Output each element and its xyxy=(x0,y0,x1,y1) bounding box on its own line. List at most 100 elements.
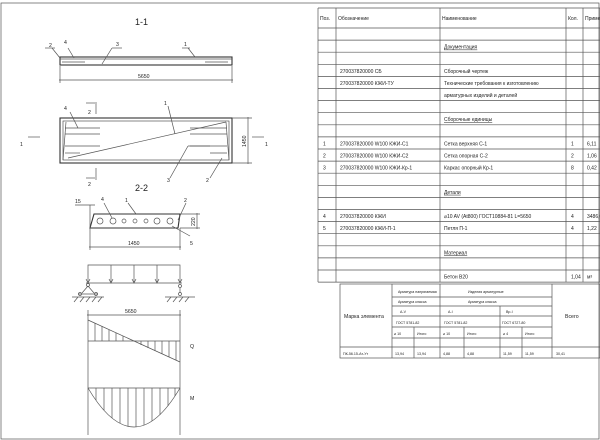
spec-cell-note: 1,22 xyxy=(587,226,597,232)
width-dimension-2: 1450 xyxy=(128,241,140,247)
spec-cell-name: Сетка верхняя С-1 xyxy=(444,141,487,147)
spec-cell-name: Петля П-1 xyxy=(444,226,468,232)
load-diagrams: 5650 Q M xyxy=(72,264,195,435)
callout-2: 2 xyxy=(49,43,52,49)
bill-value: 11,59 xyxy=(503,352,512,356)
callout-4: 4 xyxy=(64,106,67,112)
cut-mark-2-top: 2 xyxy=(88,110,91,116)
spec-cell-name: Бетон В20 xyxy=(444,275,468,281)
spec-cell-pos: 2 xyxy=(323,154,326,160)
height-dimension: 220 xyxy=(191,217,197,226)
rebar-class-header-2: Арматура класса xyxy=(468,300,497,304)
spec-cell-note: 6,11 xyxy=(587,141,597,147)
spec-cell-qty: 4 xyxy=(571,226,574,232)
moment-diagram xyxy=(87,387,181,428)
callout-3: 3 xyxy=(167,178,170,184)
rebar-class-header: Арматура класса xyxy=(398,300,427,304)
spec-cell-name: Каркас опорный Кр-1 xyxy=(444,165,493,172)
spec-cell-name: Материал xyxy=(444,250,467,256)
spec-cell-name: Технические требования к изготовлению xyxy=(444,81,539,87)
spec-cell-name: ⌀10 AV (At800) ГОСТ10884-81 L=5650 xyxy=(444,214,532,220)
sub-header: ⌀ 10 xyxy=(394,332,401,336)
section-1-1: 1-1 2 4 3 1 5650 xyxy=(45,17,233,83)
callout-1: 1 xyxy=(125,198,128,204)
spec-cell-qty: 2 xyxy=(571,154,574,160)
section-2-title: 2-2 xyxy=(135,183,148,193)
spec-cell-name: Сборочный чертеж xyxy=(444,68,489,75)
sub-header: Итого xyxy=(525,332,534,336)
spec-cell-code: 270037820000 КЖИ xyxy=(340,214,386,220)
callout-4: 4 xyxy=(64,40,67,46)
span-dimension: 5650 xyxy=(125,309,137,315)
class-3: Вр-I xyxy=(506,310,513,314)
callout-5: 5 xyxy=(190,241,193,247)
standard-2: ГОСТ 5781-82 xyxy=(444,321,467,325)
section-1-title: 1-1 xyxy=(135,17,148,27)
cut-mark-2-bottom: 2 xyxy=(88,182,91,188)
spec-cell-code: 270037820000 W100 КЖИ-С1 xyxy=(340,141,409,147)
sub-header: ⌀ 4 xyxy=(503,332,508,336)
spec-cell-qty: 1 xyxy=(571,141,574,147)
specification-table: Поз. Обозначение Наименование Кол. Примечани… xyxy=(317,7,600,283)
callout-2: 2 xyxy=(206,178,209,184)
element-mark: ПК-56.15-Ат-Ут xyxy=(343,352,369,356)
section-2-2: 2-2 4 1 2 5 15 1450 220 xyxy=(75,183,200,250)
bill-value: 11,59 xyxy=(525,352,534,356)
spec-cell-name: Детали xyxy=(444,190,461,196)
mark-header: Марка элемента xyxy=(344,314,384,320)
column-header: Обозначение xyxy=(338,16,369,22)
plan-view: 4 1 3 2 1450 1 1 2 2 xyxy=(20,101,268,188)
width-dimension: 1450 xyxy=(242,135,248,147)
non-prestressed-header: Изделия арматурные xyxy=(468,290,504,294)
shear-diagram xyxy=(87,310,181,435)
callout-3: 3 xyxy=(116,42,119,48)
bill-value: 13,94 xyxy=(417,352,426,356)
spec-cell-code: 270037820000 W100 КЖИ-Кр-1 xyxy=(340,166,412,172)
column-header: Кол. xyxy=(568,16,578,22)
spec-cell-name: Сборочные единицы xyxy=(444,117,493,123)
callout-2: 2 xyxy=(184,198,187,204)
standard-1: ГОСТ 5781-82 xyxy=(396,321,419,325)
spec-cell-name: Сетка опорная С-2 xyxy=(444,154,488,160)
spec-cell-code: 270037820000 КЖИ-ТУ xyxy=(340,81,395,87)
class-1: A-V xyxy=(400,310,407,314)
spec-cell-note: 1,06 xyxy=(587,154,597,160)
spec-cell-code: 270037820000 СБ xyxy=(340,69,382,75)
spec-cell-qty: 4 xyxy=(571,214,574,220)
spec-cell-pos: 1 xyxy=(323,141,326,147)
spec-cell-note: 3486,05 xyxy=(587,214,600,220)
length-dimension: 5650 xyxy=(138,74,150,80)
spec-cell-code: 270037820000 W100 КЖИ-С2 xyxy=(340,154,409,160)
moment-label: M xyxy=(190,396,194,402)
sub-header: Итого xyxy=(417,332,426,336)
sub-header: Итого xyxy=(467,332,476,336)
bill-value: 4,88 xyxy=(443,352,450,356)
spec-cell-note: 0,42 xyxy=(587,166,597,172)
prestressed-header: Арматура напрягаемая xyxy=(398,290,437,294)
spec-cell-name: арматурных изделий и деталей xyxy=(444,92,517,99)
reinforcement-bill-table: Марка элемента Всего Арматура напрягаема… xyxy=(339,283,600,359)
total-header: Всего xyxy=(565,314,579,320)
column-header: Примечания xyxy=(585,16,600,22)
callout-4: 4 xyxy=(101,197,104,203)
callout-1: 1 xyxy=(164,101,167,107)
column-header: Поз. xyxy=(320,16,330,22)
standard-3: ГОСТ 6727-80 xyxy=(502,321,525,325)
spec-cell-pos: 5 xyxy=(323,226,326,232)
spec-cell-pos: 3 xyxy=(323,166,326,172)
offset-dimension: 15 xyxy=(75,199,81,205)
spec-cell-code: 270037820000 КЖИ-П-1 xyxy=(340,226,396,232)
spec-cell-pos: 4 xyxy=(323,214,326,220)
spec-cell-qty: 8 xyxy=(571,166,574,172)
spec-cell-note: м³ xyxy=(587,275,592,281)
class-2: A-I xyxy=(448,310,453,314)
cut-mark-1-left: 1 xyxy=(20,142,23,148)
shear-label: Q xyxy=(190,344,194,350)
bill-total: 30,41 xyxy=(556,352,565,356)
sub-header: ⌀ 10 xyxy=(443,332,450,336)
column-header: Наименование xyxy=(442,16,477,22)
bill-value: 13,94 xyxy=(395,352,404,356)
spec-cell-name: Документация xyxy=(444,45,478,51)
